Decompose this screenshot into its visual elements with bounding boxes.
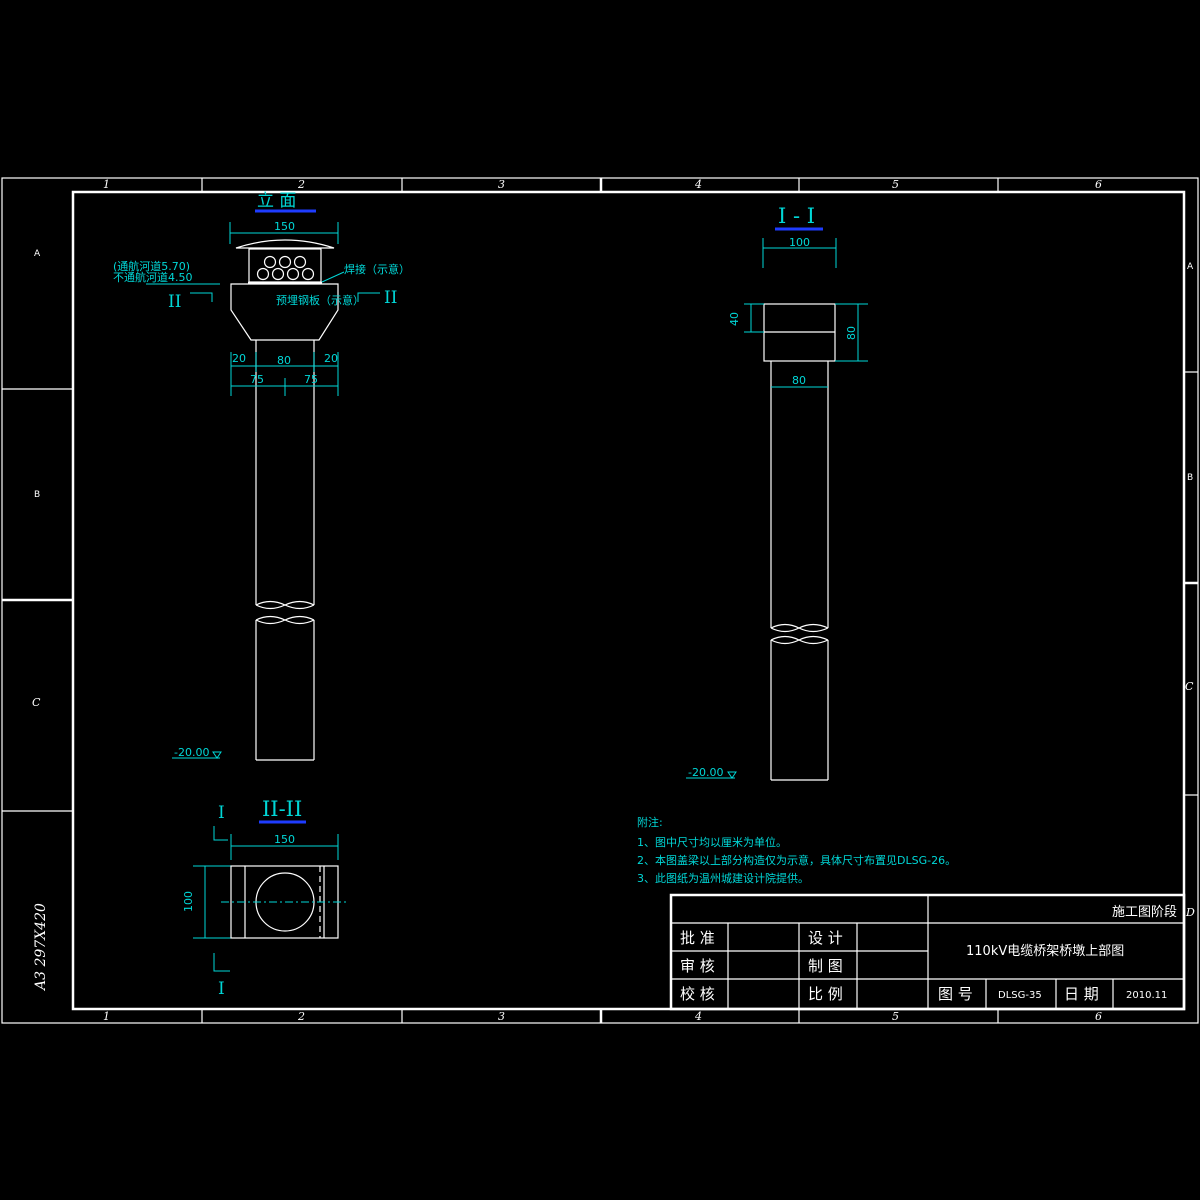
- col-label-top: 6: [1095, 178, 1102, 191]
- drawing-no-label: 图 号: [938, 985, 973, 1003]
- approve-label: 批 准: [680, 929, 715, 947]
- col-label-top: 1: [103, 178, 110, 191]
- row-label-right: A: [1187, 262, 1194, 272]
- row-label-right: B: [1187, 473, 1193, 483]
- column-labels: 1 2 3 4 5 6 1 2 3 4 5 6: [103, 178, 1102, 1023]
- bottom-level-label: -20.00: [174, 746, 209, 759]
- bottom-level-label: -20.00: [688, 766, 723, 779]
- col-label-top: 2: [297, 178, 305, 191]
- section-mark: I: [218, 979, 225, 999]
- row-labels: A B C A B C D: [32, 249, 1195, 919]
- dim-label: 80: [845, 326, 858, 340]
- title-block: 施工图阶段 批 准 审 核 校 核 设 计 制 图 比 例 110kV电缆桥架桥…: [669, 893, 1186, 1011]
- col-label-bottom: 3: [498, 1010, 505, 1023]
- dim-label: 80: [792, 374, 806, 387]
- scale-label: 比 例: [808, 985, 843, 1003]
- stage-label: 施工图阶段: [1112, 905, 1177, 920]
- dim-label: 75: [304, 373, 318, 386]
- section-2-title: II-II: [262, 797, 302, 821]
- elevation-title: 立 面: [257, 191, 296, 211]
- date-label: 日 期: [1064, 985, 1099, 1003]
- col-label-bottom: 1: [103, 1010, 110, 1023]
- col-label-top: 3: [498, 178, 505, 191]
- level-label: (通航河道5.70): [113, 259, 190, 273]
- section-2-view: II-II I I 150 100: [182, 797, 348, 999]
- note-item: 3、此图纸为温州城建设计院提供。: [637, 871, 809, 885]
- drawing-title: 110kV电缆桥架桥墩上部图: [966, 943, 1124, 959]
- dim-label: 100: [182, 891, 195, 912]
- section-mark: I: [218, 803, 225, 823]
- draw-label: 制 图: [808, 957, 843, 975]
- row-label-left: C: [32, 696, 41, 709]
- dim-label: 100: [789, 236, 810, 249]
- row-label-right: C: [1185, 680, 1194, 693]
- col-label-top: 5: [892, 178, 899, 191]
- level-label: 不通航河道4.50: [113, 270, 193, 284]
- date-value: 2010.11: [1126, 990, 1167, 1001]
- notes-heading: 附注:: [637, 815, 663, 829]
- col-label-bottom: 2: [297, 1010, 305, 1023]
- row-label-right: D: [1185, 906, 1195, 919]
- elevation-view: 立 面 150 (通航河道5.70) 不通航河道4.50 焊接（示意） 预埋钢板…: [113, 191, 410, 761]
- col-label-bottom: 6: [1095, 1010, 1102, 1023]
- drawing-frame: [1, 177, 1199, 1024]
- col-label-bottom: 5: [892, 1010, 899, 1023]
- row-label-left: A: [34, 249, 41, 259]
- dim-label: 40: [728, 312, 741, 326]
- plate-note: 预埋钢板（示意）: [276, 293, 364, 307]
- note-item: 1、图中尺寸均以厘米为单位。: [637, 835, 787, 849]
- col-label-top: 4: [694, 178, 702, 191]
- row-label-left: B: [34, 490, 40, 500]
- drawing-no: DLSG-35: [998, 990, 1042, 1001]
- weld-note: 焊接（示意）: [344, 262, 410, 276]
- dim-label: 150: [274, 220, 295, 233]
- dim-label: 20: [232, 352, 246, 365]
- dim-label: 80: [277, 354, 291, 367]
- section-1-title: I - I: [778, 204, 815, 228]
- note-item: 2、本图盖梁以上部分构造仅为示意，具体尺寸布置见DLSG-26。: [637, 853, 956, 867]
- section-mark: II: [384, 288, 397, 308]
- dim-label: 150: [274, 833, 295, 846]
- dim-label: 20: [324, 352, 338, 365]
- design-label: 设 计: [808, 929, 843, 947]
- section-mark: II: [168, 292, 181, 312]
- review-label: 审 核: [680, 957, 715, 975]
- col-label-bottom: 4: [694, 1010, 702, 1023]
- notes-block: 附注: 1、图中尺寸均以厘米为单位。 2、本图盖梁以上部分构造仅为示意，具体尺寸…: [637, 815, 956, 885]
- dim-label: 75: [250, 373, 264, 386]
- section-1-view: I - I 100 40 80 80 -20.00: [686, 204, 868, 781]
- check-label: 校 核: [680, 985, 715, 1003]
- sheet-size-label: A3 297X420: [33, 903, 49, 992]
